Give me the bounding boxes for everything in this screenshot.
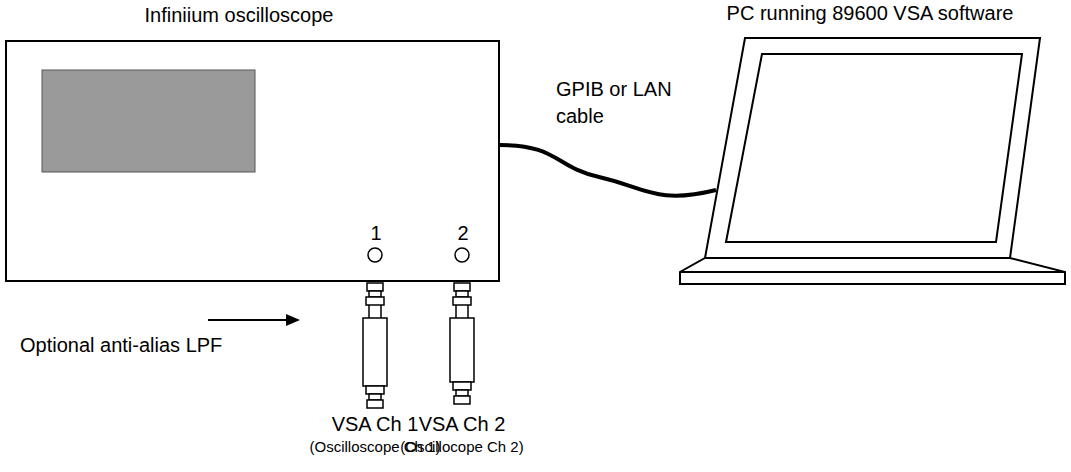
input-port [455,248,469,262]
text-label: Optional anti-alias LPF [20,334,222,357]
input-port [368,248,382,262]
channel-number: 1 [370,222,381,245]
node-heading: Infiniium oscilloscope [145,4,334,27]
scope-screen [42,70,255,172]
laptop [680,38,1065,284]
node-heading: PC running 89600 VSA software [727,2,1014,25]
cable [499,145,716,196]
arrow-head [286,314,300,326]
pointer-arrow [208,319,290,321]
channel-number: 2 [457,222,468,245]
oscilloscope-box: Infiniium oscilloscope [5,40,500,282]
text-label: VSA Ch 2 [419,413,506,436]
lpf-filter [363,283,387,408]
pc-box: PC running 89600 VSA software [712,38,1065,285]
lpf-filter [450,283,474,404]
text-label: VSA Ch 1 [332,413,419,436]
text-label: (Oscillocope Ch 2) [400,438,523,455]
cable-label: GPIB or LAN cable [556,76,676,130]
